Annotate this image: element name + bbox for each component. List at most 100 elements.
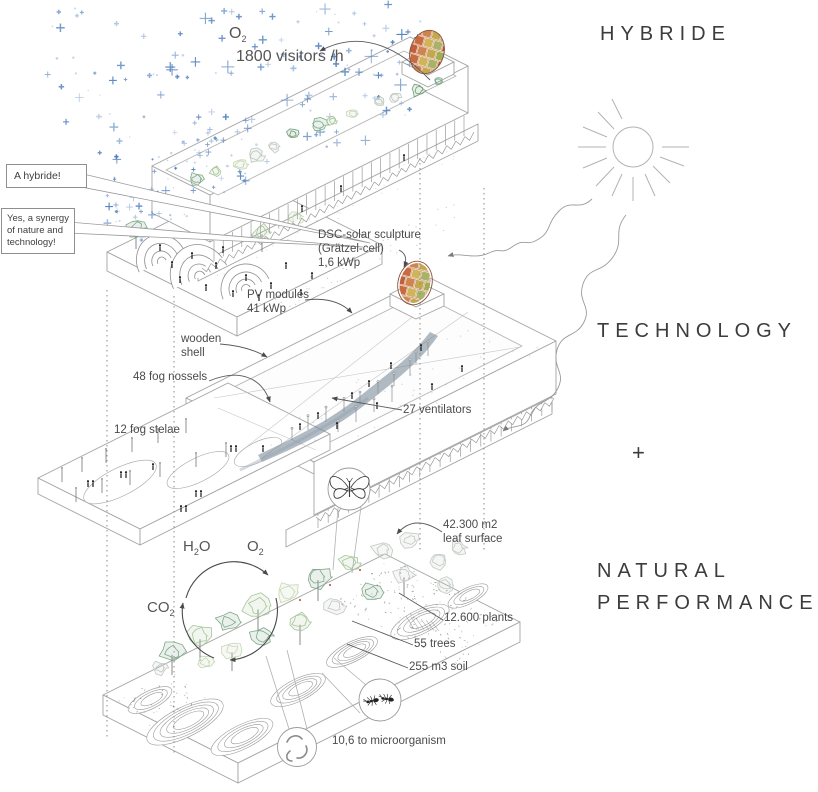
soil-grain — [467, 653, 470, 655]
oxygen-plus-mark — [237, 169, 242, 174]
soil-grain — [444, 656, 447, 658]
ants-callout-circle — [358, 678, 402, 722]
microorganism-icon — [286, 735, 308, 762]
oxygen-dot — [109, 113, 111, 115]
ant-head — [381, 697, 385, 700]
paving-dot — [416, 244, 418, 246]
fog-mist-dot — [467, 329, 469, 332]
ventilator-tooth — [507, 416, 518, 426]
oxygen-dot — [346, 64, 349, 66]
deck-dot — [300, 224, 302, 227]
oxygen-plus-mark — [177, 31, 183, 37]
oxygen-dot — [337, 21, 340, 24]
soil-grain — [360, 594, 363, 597]
ventilator-tooth — [247, 240, 257, 250]
dsc-line-1: DSC-solar sculpture — [318, 229, 421, 241]
oxygen-plus-mark — [141, 33, 147, 39]
oxygen-plus-mark — [166, 63, 178, 76]
deck-dot — [309, 217, 311, 219]
oxygen-dot — [166, 159, 169, 162]
oxygen-plus-mark — [112, 177, 117, 181]
oxygen-plus-mark — [352, 11, 357, 16]
oxygen-plus-mark — [382, 24, 390, 32]
soil-grain — [422, 646, 425, 648]
ants-icon — [363, 693, 394, 706]
fog-nozzle-head — [342, 397, 346, 400]
fog-mist-dot — [458, 367, 461, 369]
oxygen-plus-mark — [394, 78, 407, 92]
soil-grain — [123, 697, 125, 699]
oxygen-plus-mark — [372, 34, 376, 38]
oxygen-plus-mark — [196, 114, 202, 120]
oxygen-plus-mark — [243, 172, 247, 175]
soil-grain — [134, 697, 136, 700]
fog-mist-dot — [479, 356, 482, 358]
vegetation-scribble — [349, 110, 357, 118]
soil-grain — [448, 610, 450, 613]
soil-grain — [380, 572, 382, 575]
vegetation-scribble — [310, 569, 326, 584]
butterfly-cone-line — [351, 506, 362, 574]
fog-stela-top — [75, 487, 77, 489]
fog-stela-top — [131, 437, 133, 439]
mound-hatch — [410, 616, 420, 630]
person-head — [231, 290, 235, 293]
oxygen-plus-mark — [185, 75, 190, 80]
soil-grain — [434, 585, 437, 587]
soil-grain — [460, 592, 462, 595]
vegetation-scribble — [323, 598, 348, 616]
deck-dot — [379, 189, 381, 191]
oxygen-plus-mark — [334, 129, 339, 135]
fog-mist-dot — [445, 383, 447, 386]
person-head — [350, 392, 354, 395]
fog-mist-dot — [481, 323, 483, 326]
vegetation-scribble — [370, 542, 394, 560]
ventilator-tooth — [446, 140, 457, 150]
deck-dot — [266, 249, 268, 251]
fog-mist-dot — [314, 439, 316, 441]
oxygen-plus-mark — [315, 42, 322, 50]
soil-grain — [373, 578, 376, 580]
oxygen-plus-mark — [303, 95, 311, 103]
person-head — [460, 365, 464, 368]
soil-grain — [466, 620, 468, 623]
microorganism-label: 10,6 to microorganism — [332, 735, 446, 747]
oxygen-plus-mark — [390, 40, 395, 45]
paving-dot — [391, 234, 393, 236]
oxygen-plus-mark — [221, 7, 228, 15]
paving-dot — [442, 229, 444, 232]
paving-dot — [326, 265, 328, 268]
fog-nozzle-head — [408, 358, 412, 362]
plants-leader — [398, 592, 444, 621]
fog-mist-dot — [488, 340, 491, 343]
soil-grain — [459, 657, 461, 660]
person-head — [261, 445, 265, 448]
vegetation-scribble — [249, 150, 262, 161]
paving-dot — [264, 307, 266, 309]
oxygen-plus-mark — [116, 138, 123, 145]
person-head — [124, 471, 128, 474]
oxygen-plus-mark — [325, 145, 328, 148]
pv-modules-label: PV modules 41 kWp — [247, 288, 309, 316]
paving-dot — [453, 216, 455, 219]
wooden-shell-ribbon-echo — [239, 396, 369, 472]
vegetation-scribble — [390, 93, 400, 102]
paving-dot — [415, 226, 417, 228]
paving-dot — [303, 282, 305, 284]
vegetation-scribble — [411, 83, 427, 98]
soil-grain — [340, 597, 342, 600]
oxygen-plus-mark — [355, 68, 363, 76]
leaf-line-1: 42.300 m2 — [443, 519, 498, 531]
paving-dot — [400, 230, 402, 233]
ventilator-tooth — [388, 475, 399, 485]
soil-grain — [400, 597, 402, 600]
ant-head — [366, 700, 370, 704]
paving-dot — [390, 244, 392, 247]
soil-grain — [129, 703, 132, 706]
ants-cone-line — [321, 672, 361, 714]
deck-dot — [319, 207, 321, 209]
fog-mist-dot — [401, 383, 403, 386]
soil-grain — [438, 588, 440, 591]
person-head — [199, 490, 203, 493]
oxygen-dot — [223, 191, 226, 194]
